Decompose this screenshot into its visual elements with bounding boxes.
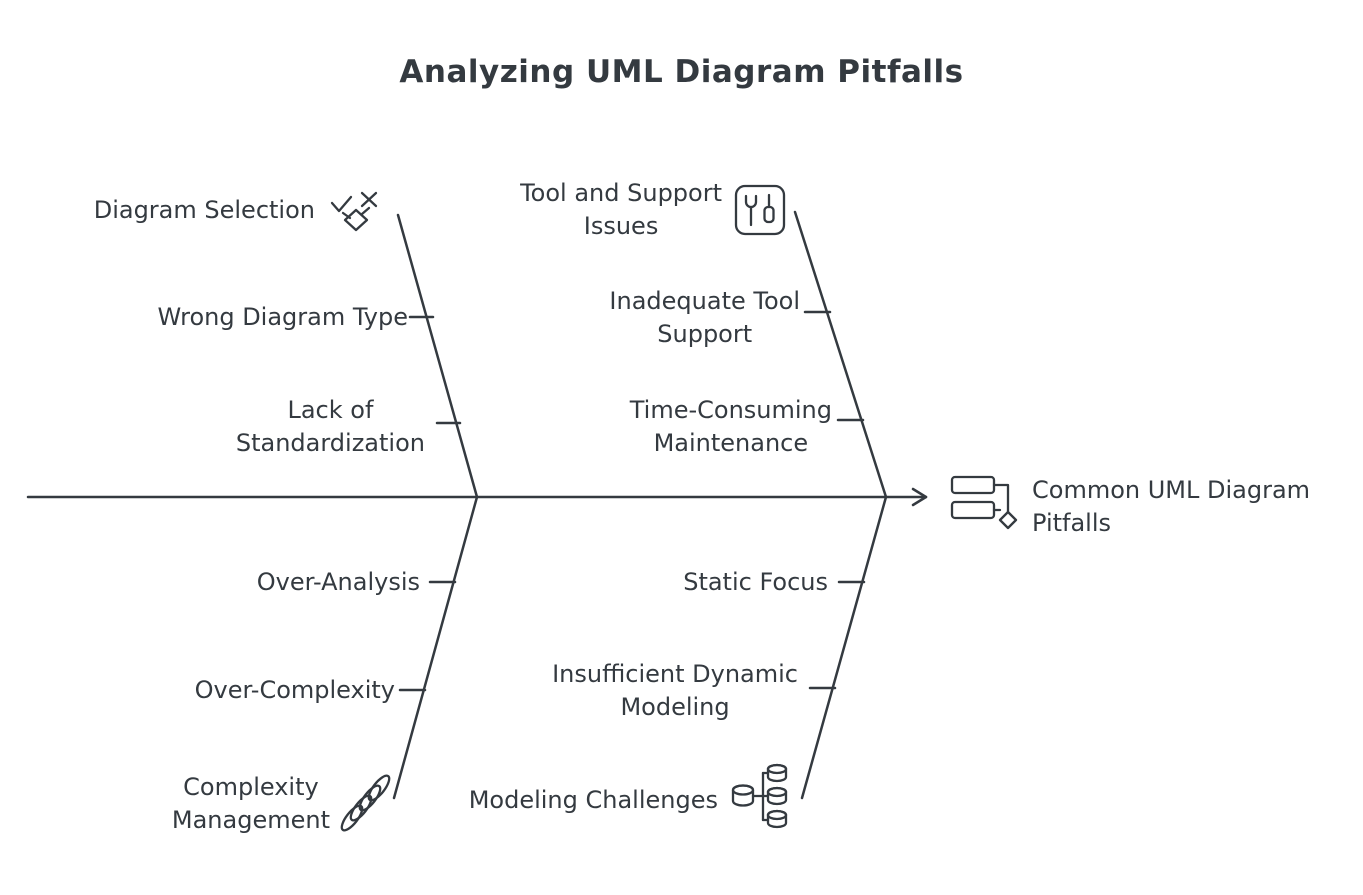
branch-label-tool-and-support-issues: Tool and Support Issues (520, 179, 722, 240)
branch-label-complexity-management: Complexity Management (171, 773, 330, 834)
arrow-head-icon (911, 487, 928, 507)
diagram-title: Analyzing UML Diagram Pitfalls (399, 54, 964, 90)
item-label-insufficient-dynamic-modeling: Insufficient Dynamic Modeling (552, 660, 798, 721)
item-label-lack-of-standardization: Lack of Standardization (235, 396, 425, 457)
bone-bottom-right (800, 495, 888, 800)
item-label-over-complexity: Over-Complexity (194, 676, 395, 704)
uml-diagram-icon (950, 475, 1018, 530)
bone-top-right (793, 210, 888, 499)
item-label-static-focus: Static Focus (683, 568, 828, 596)
head-label-common-uml-diagram-pitfalls: Common UML Diagram Pitfalls (1032, 476, 1311, 537)
tools-icon (734, 184, 786, 236)
item-label-inadequate-tool-support: Inadequate Tool Support (609, 287, 800, 348)
decision-check-x-icon (330, 191, 378, 232)
database-stack-icon (731, 763, 788, 829)
branch-label-diagram-selection: Diagram Selection (93, 196, 315, 224)
branch-label-modeling-challenges: Modeling Challenges (468, 786, 718, 814)
spring-coil-icon (340, 774, 391, 832)
item-label-time-consuming-maintenance: Time-Consuming Maintenance (629, 396, 832, 457)
item-label-over-analysis: Over-Analysis (256, 568, 420, 596)
bone-bottom-left (392, 495, 479, 800)
item-label-wrong-diagram-type: Wrong Diagram Type (157, 303, 408, 331)
bone-top-left (396, 213, 479, 499)
